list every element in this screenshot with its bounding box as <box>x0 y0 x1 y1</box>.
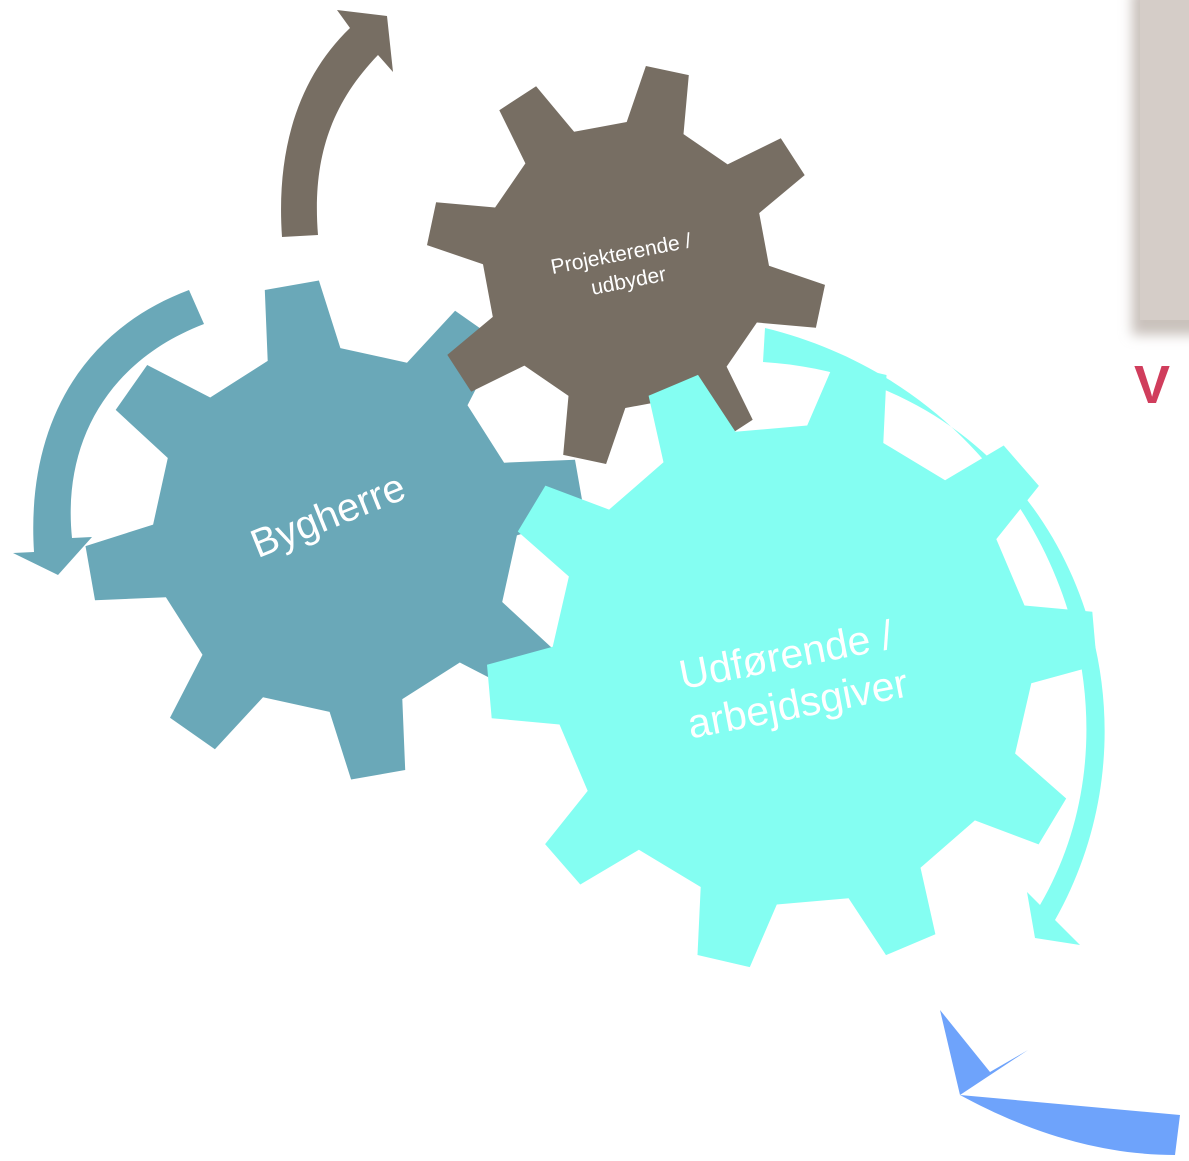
edge-title-letter: V <box>1134 355 1170 415</box>
brown-rotation-arrow <box>281 10 393 237</box>
bygherre-gear: Bygherre <box>85 280 585 780</box>
projekterende-gear-shape <box>427 66 825 464</box>
blue-return-arrow <box>940 1010 1180 1155</box>
bygherre-gear-shape <box>85 280 585 780</box>
cyan-rotation-arrow <box>763 328 1105 945</box>
slide-thumbnail-strip <box>1132 0 1189 335</box>
projekterende-gear: Projekterende / udbyder <box>427 66 825 464</box>
udforende-gear: Udførende / arbejdsgiver <box>487 362 1097 968</box>
udforende-gear-shape <box>487 362 1097 968</box>
steel-rotation-arrow <box>13 290 204 575</box>
